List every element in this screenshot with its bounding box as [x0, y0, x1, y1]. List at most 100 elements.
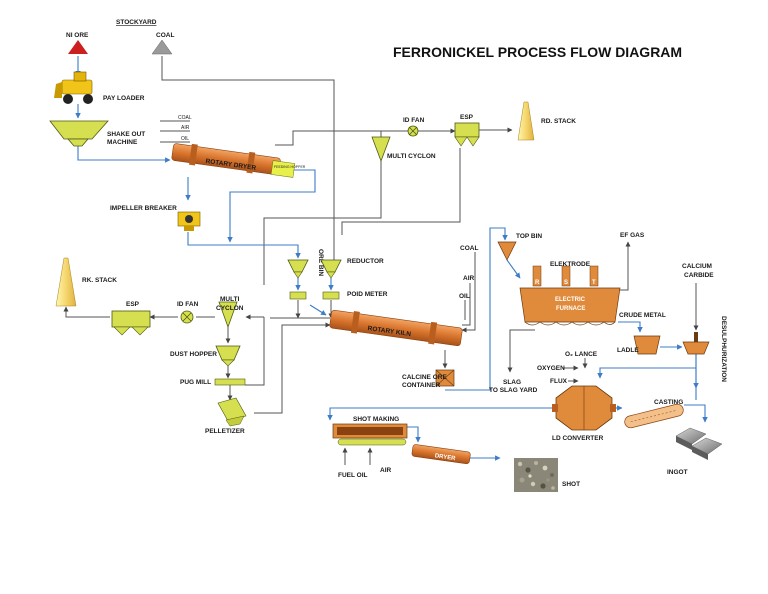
slag-label-1: SLAG [503, 379, 521, 386]
diagram-title: FERRONICKEL PROCESS FLOW DIAGRAM [393, 44, 682, 60]
kiln-coal-label: COAL [460, 245, 478, 252]
pay-loader-label: PAY LOADER [103, 95, 145, 102]
ni-ore-pile-icon [68, 40, 88, 54]
reductor-chute-icon [326, 271, 336, 279]
blue-flow-lines [75, 56, 708, 461]
id-fan-top-cross-icon [408, 126, 418, 136]
rd-stack-label: RD. STACK [541, 118, 576, 125]
esp-top-label: ESP [460, 114, 474, 121]
reductor-label: REDUCTOR [347, 258, 384, 265]
feeding-hopper-icon [270, 160, 296, 178]
pelletizer-icon [217, 397, 247, 427]
fuel-oil-label: FUEL OIL [338, 472, 368, 479]
phase-t-label: T [592, 280, 596, 286]
top-bin-label: TOP BIN [516, 233, 542, 240]
kiln-air-label: AIR [463, 275, 475, 282]
desulph-label: DESULPHURIZATION [720, 316, 727, 382]
rk-stack-label: RK. STACK [82, 277, 117, 284]
impeller-breaker-label: IMPELLER BREAKER [110, 205, 177, 212]
esp-top-hopper2-icon [466, 136, 480, 147]
pelletizer-label: PELLETIZER [205, 428, 245, 435]
coal-label: COAL [156, 32, 174, 39]
desulph-lance-icon [694, 332, 698, 342]
calcine-label-2: CONTAINER [402, 382, 440, 389]
flux-label: FLUX [550, 378, 568, 385]
dust-hopper-chute-icon [221, 359, 235, 367]
phase-s-label: S [564, 280, 568, 286]
elektrode-label: ELEKTRODE [550, 261, 591, 268]
kiln-oil-label: OIL [459, 293, 470, 300]
ni-ore-label: NI ORE [66, 32, 89, 39]
casting-label: CASTING [654, 399, 683, 406]
calcine-label-1: CALCINE ORE [402, 374, 447, 381]
multi-cyclon-left-icon [218, 301, 238, 329]
calcium-label: CALCIUM [682, 263, 712, 270]
shot-making-icon [332, 423, 408, 446]
pay-loader-icon [54, 71, 93, 104]
ladle-label: LADLE [617, 347, 639, 354]
pug-mill-label: PUG MILL [180, 379, 211, 386]
electric-label: ELECTRIC [555, 297, 586, 303]
input-oil-label: OIL [181, 136, 189, 142]
ingot-icon [675, 427, 723, 460]
crude-metal-label: CRUDE METAL [619, 312, 666, 319]
esp-top-hopper-icon [454, 136, 468, 147]
shake-out-label-1: SHAKE OUT [107, 131, 145, 138]
ore-bin-chute-icon [293, 271, 303, 279]
rotary-kiln-icon [329, 309, 463, 347]
dryer-icon [411, 444, 471, 465]
rd-stack-icon [517, 101, 535, 141]
dust-hopper-icon [215, 345, 241, 361]
top-bin-icon [497, 241, 517, 261]
casting-machine-icon [624, 403, 684, 429]
multi-cyclon-top-label: MULTI CYCLON [387, 153, 436, 160]
carbide-label: CARBIDE [684, 272, 714, 279]
furnace-label: FURNACE [556, 306, 585, 312]
pug-mill-icon [214, 378, 246, 386]
rotary-dryer-icon [171, 143, 281, 176]
shot-granules-image [514, 458, 558, 492]
oxygen-label: OXYGEN [537, 365, 565, 372]
gray-flow-lines [63, 56, 699, 465]
shake-out-machine-icon [49, 120, 109, 140]
poid-meter-1-icon [289, 291, 307, 300]
ore-bin-icon [287, 259, 309, 273]
desulph-vessel-icon [682, 341, 710, 355]
ore-bin-label: ORE BIN [317, 249, 324, 276]
poid-meter-2-icon [322, 291, 340, 300]
calcine-cross-icon [435, 369, 455, 387]
air-bottom-label: AIR [380, 467, 392, 474]
multi-label: MULTI [220, 296, 240, 303]
ladle-icon [633, 335, 661, 355]
ef-gas-label: EF GAS [620, 232, 645, 239]
phase-r-label: R [535, 280, 540, 286]
dryer-label: DRYER [434, 453, 456, 462]
slag-label-2: TO SLAG YARD [489, 387, 538, 394]
o2-lance-label: O₂ LANCE [565, 351, 598, 358]
ingot-label: INGOT [667, 469, 688, 476]
feeding-hopper-label: FEEDING HOPPER [274, 165, 306, 169]
esp-left-hopper-icon [113, 326, 131, 336]
impeller-breaker-icon [177, 211, 201, 231]
esp-left-icon [111, 310, 151, 328]
esp-left-hopper2-icon [131, 326, 149, 336]
cyclon-label: CYCLON [216, 305, 244, 312]
id-fan-left-cross-icon [182, 312, 192, 322]
shot-label: SHOT [562, 481, 580, 488]
ld-converter-label: LD CONVERTER [552, 435, 604, 442]
rk-stack-icon [55, 257, 77, 307]
shake-out-label-2: MACHINE [107, 139, 138, 146]
electric-furnace-icon [519, 265, 621, 326]
shake-out-chute-icon [67, 138, 89, 147]
input-coal-label: COAL [178, 115, 192, 121]
shot-making-label: SHOT MAKING [353, 416, 399, 423]
multi-cyclon-top-icon [371, 136, 391, 163]
poid-meter-label: POID METER [347, 291, 388, 298]
esp-top-icon [454, 122, 480, 138]
input-air-label: AIR [181, 125, 190, 131]
id-fan-left-label: ID FAN [177, 301, 199, 308]
stockyard-label: STOCKYARD [116, 19, 157, 26]
id-fan-top-label: ID FAN [403, 117, 425, 124]
dust-hopper-label: DUST HOPPER [170, 351, 217, 358]
